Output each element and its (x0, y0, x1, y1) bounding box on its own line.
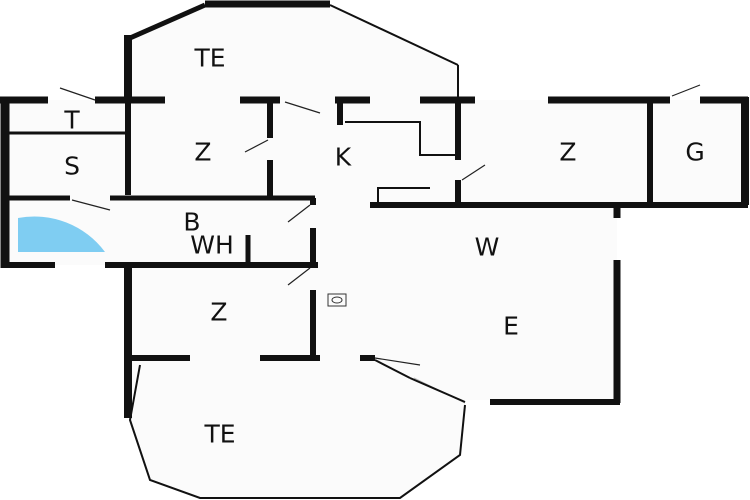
room-label-living-e: E (503, 311, 519, 341)
room-label-garage: G (685, 137, 705, 167)
room-label-water-heater: WH (190, 230, 234, 260)
room-label-bathroom: B (183, 207, 201, 237)
room-label-terrace-bottom: TE (204, 419, 236, 449)
room-label-toilet: T (64, 105, 80, 135)
room-label-bedroom-3: Z (210, 297, 228, 327)
door-swings (59, 84, 701, 366)
room-label-bedroom-1: Z (194, 137, 212, 167)
room-label-shower: S (64, 151, 80, 181)
room-label-bedroom-2: Z (559, 137, 577, 167)
room-label-terrace-top: TE (194, 43, 226, 73)
stove-icon (327, 293, 347, 307)
room-label-living-w: W (474, 232, 500, 262)
room-label-kitchen: K (334, 142, 352, 172)
shower-tray (18, 216, 105, 252)
